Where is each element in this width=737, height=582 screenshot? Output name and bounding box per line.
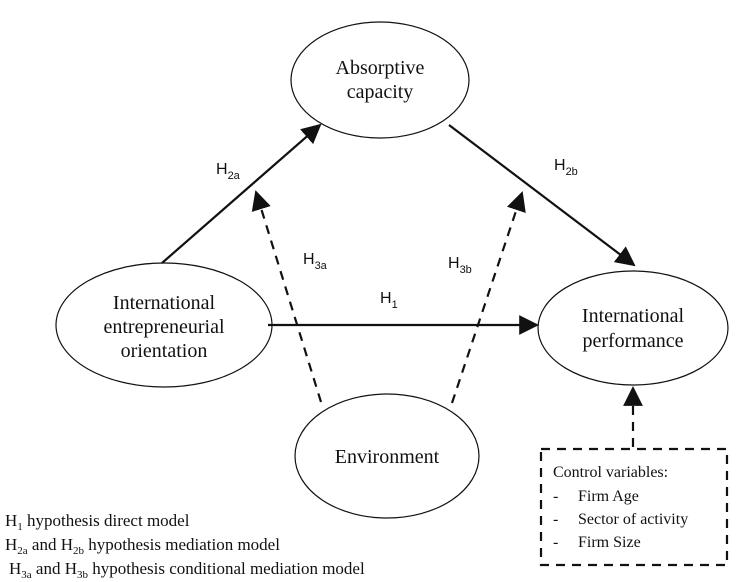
- ieo-label-line-1: International: [113, 292, 216, 314]
- node-environment: Environment: [294, 393, 480, 519]
- legend-line-3: H3a and H3b hypothesis conditional media…: [9, 559, 365, 581]
- absorptive-label-line-1: Absorptive: [336, 57, 425, 79]
- legend-line-2: H2a and H2b hypothesis mediation model: [5, 535, 280, 557]
- control-bullet-1: -: [553, 488, 558, 505]
- svg-text:International: International: [582, 305, 685, 327]
- arrow-h2b: [448, 124, 636, 267]
- label-h3b: H3b: [448, 255, 472, 276]
- label-h3a: H3a: [303, 251, 328, 272]
- environment-label: Environment: [335, 446, 440, 468]
- ieo-label-line-3: orientation: [121, 340, 208, 362]
- svg-text:International: International: [113, 292, 216, 314]
- absorptive-label-line-2: capacity: [347, 81, 414, 103]
- svg-text:performance: performance: [582, 330, 683, 352]
- svg-text:orientation: orientation: [121, 340, 208, 362]
- arrow-h2a: [161, 123, 322, 264]
- svg-text:Environment: Environment: [335, 446, 440, 468]
- legend-line-1: H1 hypothesis direct model: [5, 511, 190, 533]
- ieo-label-line-2: entrepreneurial: [103, 316, 224, 338]
- control-bullet-3: -: [553, 534, 558, 551]
- node-absorptive-capacity: Absorptive capacity: [290, 21, 470, 139]
- label-h2a: H2a: [216, 161, 241, 182]
- node-international-entrepreneurial-orientation: International entrepreneurial orientatio…: [55, 262, 273, 388]
- control-variables-title: Control variables:: [553, 464, 668, 481]
- performance-label-line-1: International: [582, 305, 685, 327]
- control-item-sector: Sector of activity: [578, 511, 688, 528]
- control-item-firm-size: Firm Size: [578, 534, 641, 551]
- control-variables-box: Control variables: - Firm Age - Sector o…: [539, 447, 729, 567]
- control-bullet-2: -: [553, 511, 558, 528]
- legend: H1 hypothesis direct model H2a and H2b h…: [5, 511, 365, 581]
- performance-label-line-2: performance: [582, 330, 683, 352]
- svg-text:Absorptive: Absorptive: [336, 57, 425, 79]
- label-h2b: H2b: [554, 157, 578, 178]
- node-international-performance: International performance: [537, 270, 729, 386]
- label-h1: H1: [380, 290, 398, 311]
- arrow-h3a: [251, 190, 323, 403]
- arrow-h3b: [450, 191, 526, 404]
- control-item-firm-age: Firm Age: [578, 488, 639, 505]
- svg-text:entrepreneurial: entrepreneurial: [103, 316, 224, 338]
- svg-text:capacity: capacity: [347, 81, 414, 103]
